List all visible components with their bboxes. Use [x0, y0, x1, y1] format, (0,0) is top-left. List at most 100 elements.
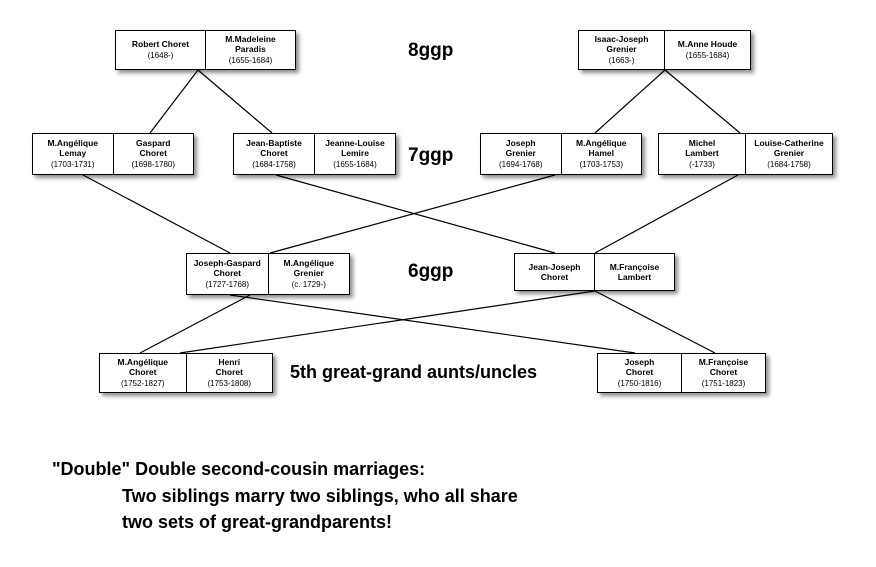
- person-name-line: Joseph: [624, 357, 655, 367]
- person-choret-paradis-0: Robert Choret (1648-): [116, 31, 205, 69]
- person-dates: (1694-1768): [498, 160, 543, 169]
- person-name-line: Lemay: [59, 148, 87, 158]
- person-grenier-houde-1: M.Anne Houde(1655-1684): [664, 31, 750, 69]
- person-name-line: Choret: [139, 148, 167, 158]
- person-name-line: Choret: [709, 367, 738, 377]
- person-dates: (-1733): [689, 160, 715, 169]
- person-name-line: M.Françoise: [609, 262, 660, 272]
- lineage-connector: [269, 174, 556, 254]
- lineage-connector: [179, 290, 596, 354]
- person-name-line: Robert Choret: [131, 39, 190, 49]
- person-name-line: Paradis: [235, 44, 266, 54]
- person-name-line: Grenier: [773, 148, 805, 158]
- person-name-line: Jean-Baptiste: [246, 138, 302, 148]
- lineage-connector: [594, 69, 666, 134]
- lineage-connector: [139, 294, 251, 354]
- person-name-line: Choret: [215, 367, 243, 377]
- person-name-line: M.Angélique: [283, 258, 335, 268]
- lineage-connector: [229, 294, 636, 354]
- generation-label-6ggp: 6ggp: [408, 261, 454, 282]
- person-name-line: M.Angélique: [117, 357, 169, 367]
- person-name-line: Choret: [213, 268, 241, 278]
- person-name-line: Louise-Catherine: [754, 138, 824, 148]
- lineage-connector: [149, 69, 199, 134]
- person-name-line: Jean-Joseph: [528, 262, 581, 272]
- generation-label-7ggp: 7ggp: [408, 145, 454, 166]
- person-name-line: M.Madeleine: [225, 34, 276, 44]
- person-dates: (1684-1758): [767, 160, 811, 169]
- person-name-line: Isaac-Joseph: [594, 34, 649, 44]
- person-dates: (1698-1780): [131, 160, 176, 169]
- lineage-connector: [664, 69, 741, 134]
- caption-line-2: Two siblings marry two siblings, who all…: [122, 486, 518, 506]
- generation-label-8ggp: 8ggp: [408, 40, 454, 61]
- person-name-line: Choret: [260, 148, 288, 158]
- person-name-line: M.Anne Houde: [677, 39, 738, 49]
- person-dates: (1703-1753): [579, 160, 624, 169]
- person-name-line: Choret: [540, 272, 569, 282]
- person-dates: (1753-1808): [207, 379, 252, 388]
- person-dates: (1752-1827): [120, 379, 165, 388]
- caption-line-1: "Double" Double second-cousin marriages:: [52, 459, 426, 479]
- person-name-line: Lambert: [617, 272, 652, 282]
- person-dates: (1751-1823): [701, 379, 746, 388]
- person-dates: (1655-1684): [228, 56, 273, 65]
- person-dates: (1648-): [147, 51, 174, 60]
- lineage-connector: [197, 69, 273, 134]
- person-name-line: Grenier: [505, 148, 536, 158]
- person-name-line: Lambert: [685, 148, 719, 158]
- person-dates: (1684-1758): [252, 160, 296, 169]
- person-dates: (1727-1768): [205, 280, 250, 289]
- person-name-line: Choret: [625, 367, 654, 377]
- person-name: M.Anne Houde: [678, 39, 738, 49]
- lineage-connector: [594, 290, 716, 354]
- person-name-line: Grenier: [293, 268, 324, 278]
- person-name-line: Joseph: [505, 138, 536, 148]
- person-name: Robert Choret: [132, 39, 189, 49]
- caption-line-3: two sets of great-grandparents!: [122, 512, 393, 532]
- person-name-line: Henri: [218, 357, 241, 367]
- person-name-line: M.Angélique: [47, 138, 99, 148]
- person-name-line: Lemire: [341, 148, 369, 158]
- person-name-line: M.Françoise: [698, 357, 749, 367]
- person-dates: (1663-): [608, 56, 635, 65]
- lineage-connector: [275, 174, 556, 254]
